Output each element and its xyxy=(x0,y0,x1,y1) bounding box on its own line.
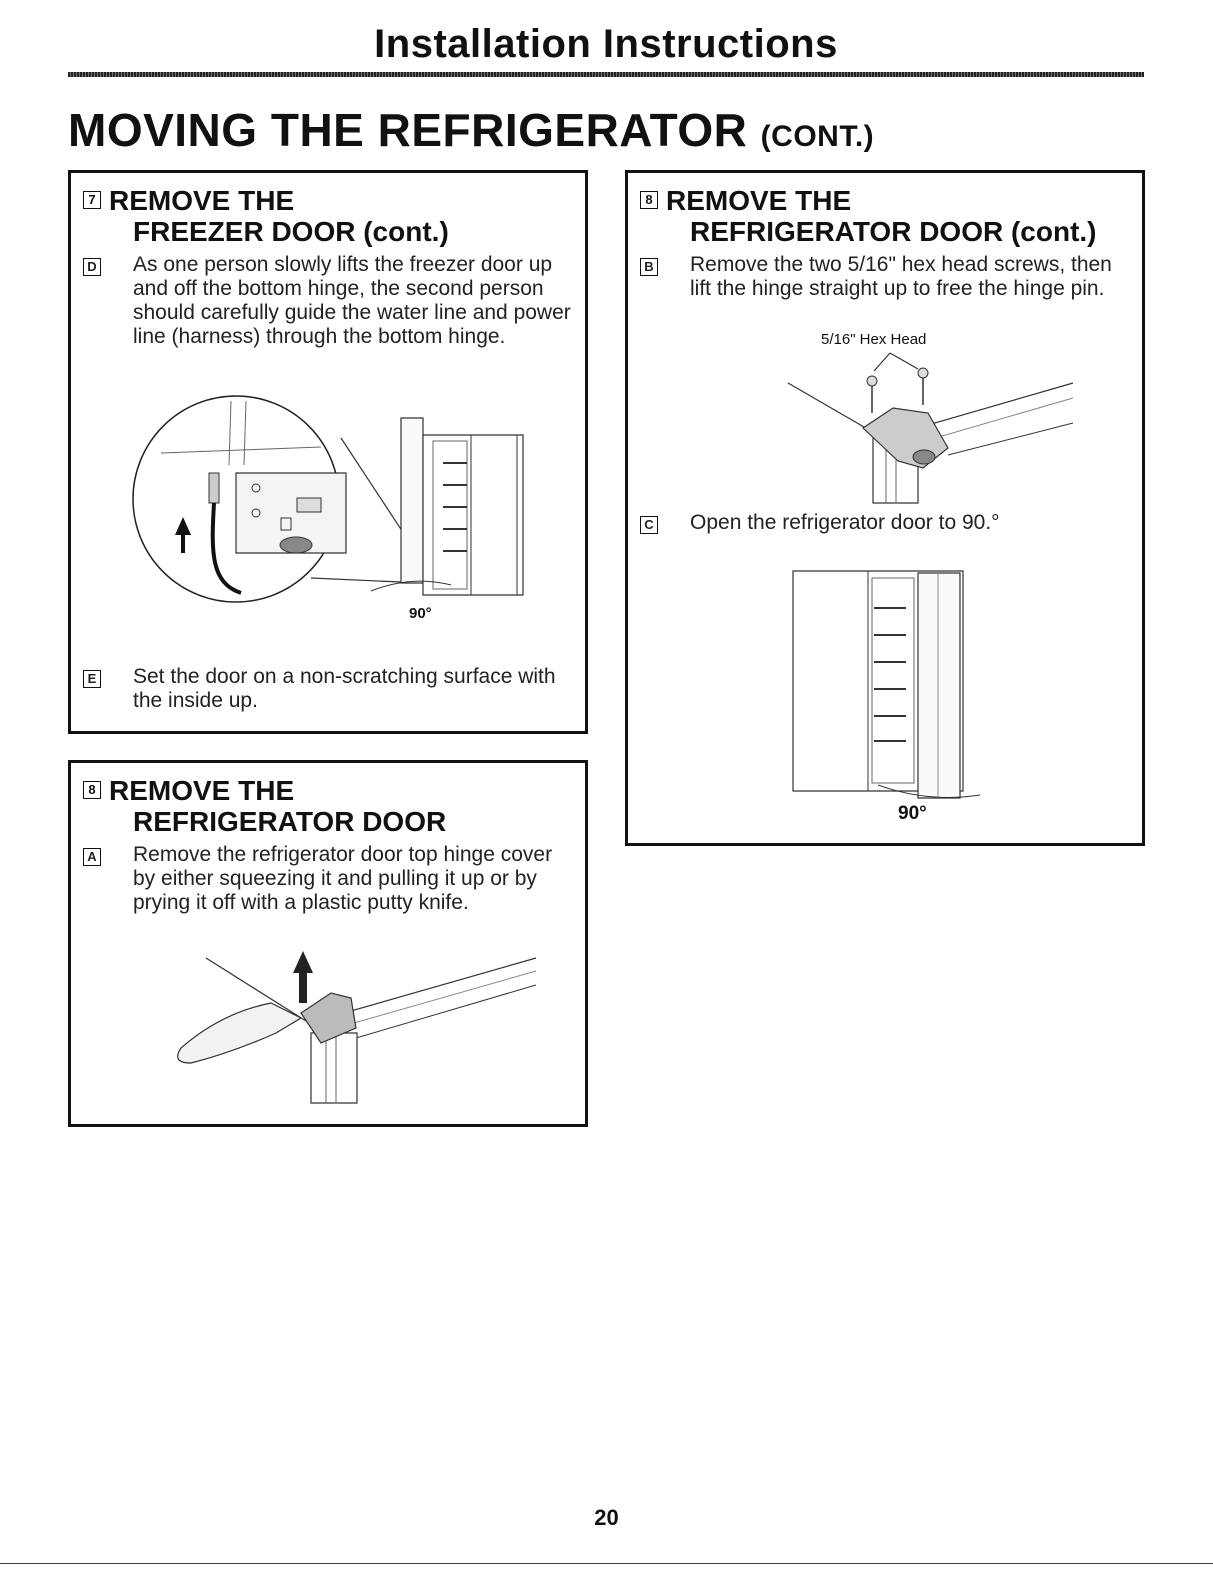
step8a-a: A Remove the refrigerator door top hinge… xyxy=(83,843,573,915)
step7-heading-line1: REMOVE THE xyxy=(109,185,295,216)
step8a-number: 8 xyxy=(83,780,101,799)
header-rule xyxy=(68,72,1144,77)
page-number: 20 xyxy=(594,1505,619,1530)
step8b-b-text: Remove the two 5/16" hex head screws, th… xyxy=(690,253,1112,300)
step8a-heading-line2: REFRIGERATOR DOOR xyxy=(133,806,447,837)
step8b-box: 8 REMOVE THE REFRIGERATOR DOOR (cont.) B … xyxy=(625,170,1145,846)
step8b-c: C Open the refrigerator door to 90.° xyxy=(640,511,1130,535)
step8b-b: B Remove the two 5/16" hex head screws, … xyxy=(640,253,1130,301)
page-title: MOVING THE REFRIGERATOR (CONT.) xyxy=(68,103,874,157)
bottom-rule xyxy=(0,1563,1213,1564)
tag-a: A xyxy=(83,848,101,866)
tag-b: B xyxy=(640,258,658,276)
step7-box: 7 REMOVE THE FREEZER DOOR (cont.) D As on… xyxy=(68,170,588,734)
step8a-heading-line1: REMOVE THE xyxy=(109,775,295,806)
step8b-c-text: Open the refrigerator door to 90.° xyxy=(690,511,1000,534)
step8b-number: 8 xyxy=(640,190,658,209)
hinge-screws-illustration xyxy=(628,173,1148,849)
step7-e: E Set the door on a non-scratching surfa… xyxy=(83,665,573,713)
step7-d-text: As one person slowly lifts the freezer d… xyxy=(133,253,571,348)
tag-c: C xyxy=(640,516,658,534)
step7-angle-label: 90° xyxy=(409,605,432,622)
step8b-angle-label: 90° xyxy=(898,803,927,824)
header-title: Installation Instructions xyxy=(374,22,838,66)
step8b-heading-line1: REMOVE THE xyxy=(666,185,852,216)
step7-number: 7 xyxy=(83,190,101,209)
hinge-cover-illustration xyxy=(71,951,591,1130)
step7-d: D As one person slowly lifts the freezer… xyxy=(83,253,573,349)
step8b-heading-line2: REFRIGERATOR DOOR (cont.) xyxy=(690,216,1097,247)
step8a-box: 8 REMOVE THE REFRIGERATOR DOOR A Remove t… xyxy=(68,760,588,1127)
tag-e: E xyxy=(83,670,101,688)
step7-e-text: Set the door on a non-scratching surface… xyxy=(133,665,556,712)
step7-heading: 7 REMOVE THE FREEZER DOOR (cont.) xyxy=(83,185,449,247)
step7-heading-line2: FREEZER DOOR (cont.) xyxy=(133,216,449,247)
tag-d: D xyxy=(83,258,101,276)
step8b-heading: 8 REMOVE THE REFRIGERATOR DOOR (cont.) xyxy=(640,185,1097,247)
page-title-main: MOVING THE REFRIGERATOR xyxy=(68,104,748,156)
page-title-cont: (CONT.) xyxy=(760,120,875,153)
open-refrigerator-door-illustration xyxy=(628,173,1148,849)
step8a-heading: 8 REMOVE THE REFRIGERATOR DOOR xyxy=(83,775,446,837)
freezer-door-hinge-illustration xyxy=(71,173,591,737)
hex-head-callout: 5/16" Hex Head xyxy=(821,331,927,348)
step8a-a-text: Remove the refrigerator door top hinge c… xyxy=(133,843,553,914)
